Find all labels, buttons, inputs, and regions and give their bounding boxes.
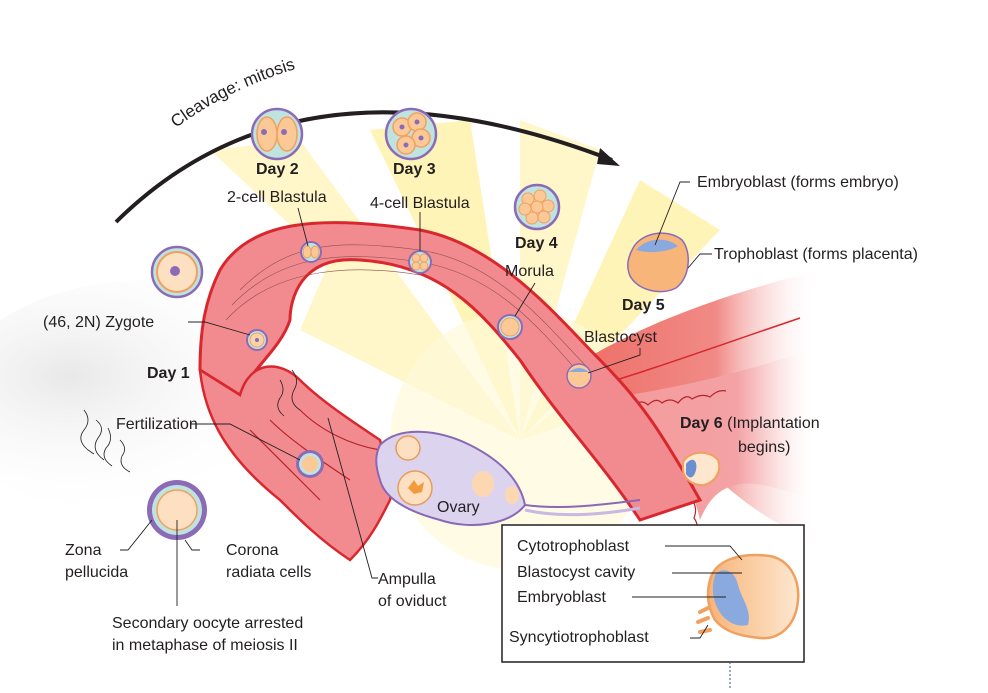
morula-in-tube bbox=[497, 314, 523, 340]
zona-label-2: pellucida bbox=[65, 564, 129, 581]
ampulla-label-1: Ampulla bbox=[378, 571, 436, 588]
day6-day: Day 6 bbox=[680, 415, 723, 432]
ovary-label: Ovary bbox=[437, 499, 480, 516]
trophoblast-forms-placenta-label: Trophoblast (forms placenta) bbox=[714, 246, 918, 263]
zygote-large bbox=[150, 245, 204, 299]
day3-label: Day 3 bbox=[393, 161, 436, 178]
inset-embryoblast-label: Embryoblast bbox=[517, 589, 606, 606]
leader-lines bbox=[120, 181, 712, 606]
secondary-oocyte-large bbox=[147, 480, 207, 540]
corona-label-2: radiata cells bbox=[226, 564, 312, 581]
secondary-oocyte-label-1: Secondary oocyte arrested bbox=[112, 615, 304, 632]
4-cell-blastula-label: 4-cell Blastula bbox=[370, 195, 470, 212]
day5-label: Day 5 bbox=[622, 297, 665, 314]
day1-label: Day 1 bbox=[147, 365, 190, 382]
day4-label: Day 4 bbox=[515, 235, 558, 252]
morula-label: Morula bbox=[505, 263, 554, 280]
2-cell-blastula-label: 2-cell Blastula bbox=[227, 189, 327, 206]
ovary bbox=[375, 430, 641, 526]
sperm-cells bbox=[80, 369, 301, 473]
inset-box bbox=[501, 524, 805, 688]
blastocyst-in-tube bbox=[566, 363, 592, 389]
zygote-in-tube bbox=[246, 329, 268, 351]
corona-label-1: Corona bbox=[226, 542, 279, 559]
day6-implantation: (Implantation bbox=[727, 415, 820, 432]
ampulla-label-2: of oviduct bbox=[378, 593, 447, 610]
embryoblast-forms-embryo-label: Embryoblast (forms embryo) bbox=[697, 174, 899, 191]
secondary-oocyte-label-2: in metaphase of meiosis II bbox=[112, 637, 298, 654]
blastocyst-large bbox=[627, 232, 689, 293]
day6-implanting-blastocyst bbox=[682, 451, 721, 487]
morula-large bbox=[513, 183, 561, 231]
2-cell-large bbox=[250, 107, 304, 161]
fertilization-label: Fertilization bbox=[116, 416, 198, 433]
2-cell-in-tube bbox=[300, 241, 322, 263]
4-cell-large bbox=[384, 107, 438, 161]
fertilization-oocyte bbox=[296, 450, 324, 478]
inset-cytotrophoblast-label: Cytotrophoblast bbox=[517, 538, 630, 555]
cleavage-arrowhead-icon bbox=[597, 148, 620, 166]
inset-syncytiotrophoblast-label: Syncytiotrophoblast bbox=[509, 629, 649, 646]
4-cell-in-tube bbox=[408, 250, 432, 274]
day6-begins: begins) bbox=[738, 439, 791, 456]
day6-label: Day 6 (Implantation bbox=[680, 414, 820, 433]
inset-blastocyst-cavity-label: Blastocyst cavity bbox=[517, 564, 636, 581]
cleavage-arrow bbox=[114, 110, 613, 224]
blastocyst-label: Blastocyst bbox=[584, 329, 657, 346]
day2-label: Day 2 bbox=[256, 161, 299, 178]
zygote-label: (46, 2N) Zygote bbox=[43, 314, 155, 331]
fallopian-tube bbox=[198, 221, 703, 562]
zona-label-1: Zona bbox=[65, 542, 102, 559]
